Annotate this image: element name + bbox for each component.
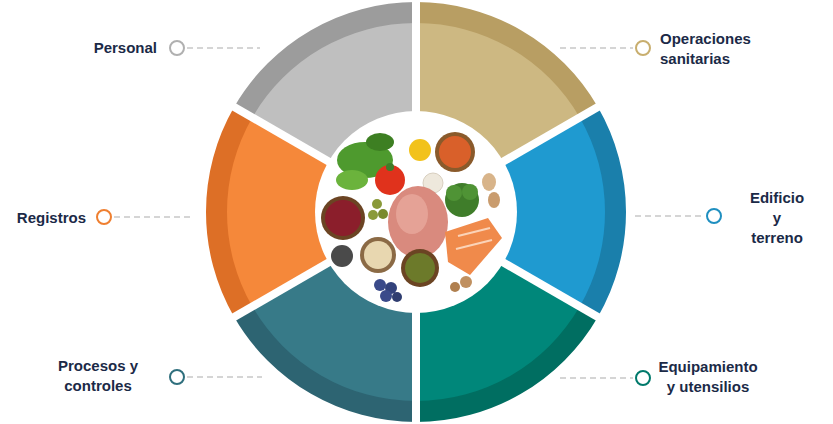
salmon — [445, 218, 502, 275]
blueberry — [380, 290, 392, 302]
leader-lines — [114, 48, 704, 378]
category-label: Equipamiento y utensilios — [656, 357, 760, 397]
wheel-segments — [206, 0, 626, 424]
leader-line — [560, 377, 633, 379]
category-label: Personal — [27, 38, 157, 58]
egg — [482, 173, 496, 191]
meat — [396, 194, 428, 234]
leader-dot — [97, 210, 111, 224]
broccoli — [462, 184, 478, 200]
leader-line — [560, 47, 633, 49]
salmon-stripe — [458, 228, 490, 236]
leader-dot — [170, 370, 184, 384]
chia-bowl — [331, 245, 353, 267]
leafy-greens — [366, 133, 394, 151]
leader-dot — [707, 209, 721, 223]
nut — [450, 282, 460, 292]
beans — [325, 200, 361, 236]
wheel-segment-rim — [234, 2, 416, 162]
leader-line — [187, 376, 262, 378]
leader-dot — [636, 371, 650, 385]
blueberry — [374, 279, 386, 291]
egg — [488, 192, 500, 208]
blueberry — [392, 292, 402, 302]
leader-dots — [97, 41, 721, 385]
lentils — [439, 136, 471, 168]
bean-bowl — [321, 196, 365, 240]
leader-dot — [636, 41, 650, 55]
nut — [460, 276, 472, 288]
pea-bowl — [401, 249, 439, 287]
olive — [378, 209, 388, 219]
olive — [372, 199, 382, 209]
category-label: Procesos y controles — [50, 356, 146, 396]
salmon-stripe — [456, 240, 492, 249]
wheel-segment — [252, 23, 416, 162]
leafy-greens — [336, 170, 368, 190]
wheel-hub — [315, 111, 517, 313]
category-label: Operaciones sanitarias — [660, 29, 772, 69]
peas — [405, 253, 435, 283]
leader-line — [635, 215, 704, 217]
meat — [388, 186, 448, 258]
broccoli — [445, 183, 479, 217]
broccoli — [446, 185, 462, 201]
category-label: Edificio y terreno — [745, 188, 809, 248]
quinoa — [364, 241, 392, 269]
pepper — [409, 139, 431, 161]
category-label: Registros — [2, 208, 86, 228]
lentil-bowl — [435, 132, 475, 172]
leader-line — [114, 216, 190, 218]
leader-line — [187, 47, 260, 49]
tomato-stem — [386, 163, 394, 171]
olive — [368, 210, 378, 220]
leader-dot — [170, 41, 184, 55]
food-illustration — [321, 132, 502, 302]
quinoa-bowl — [360, 237, 396, 273]
